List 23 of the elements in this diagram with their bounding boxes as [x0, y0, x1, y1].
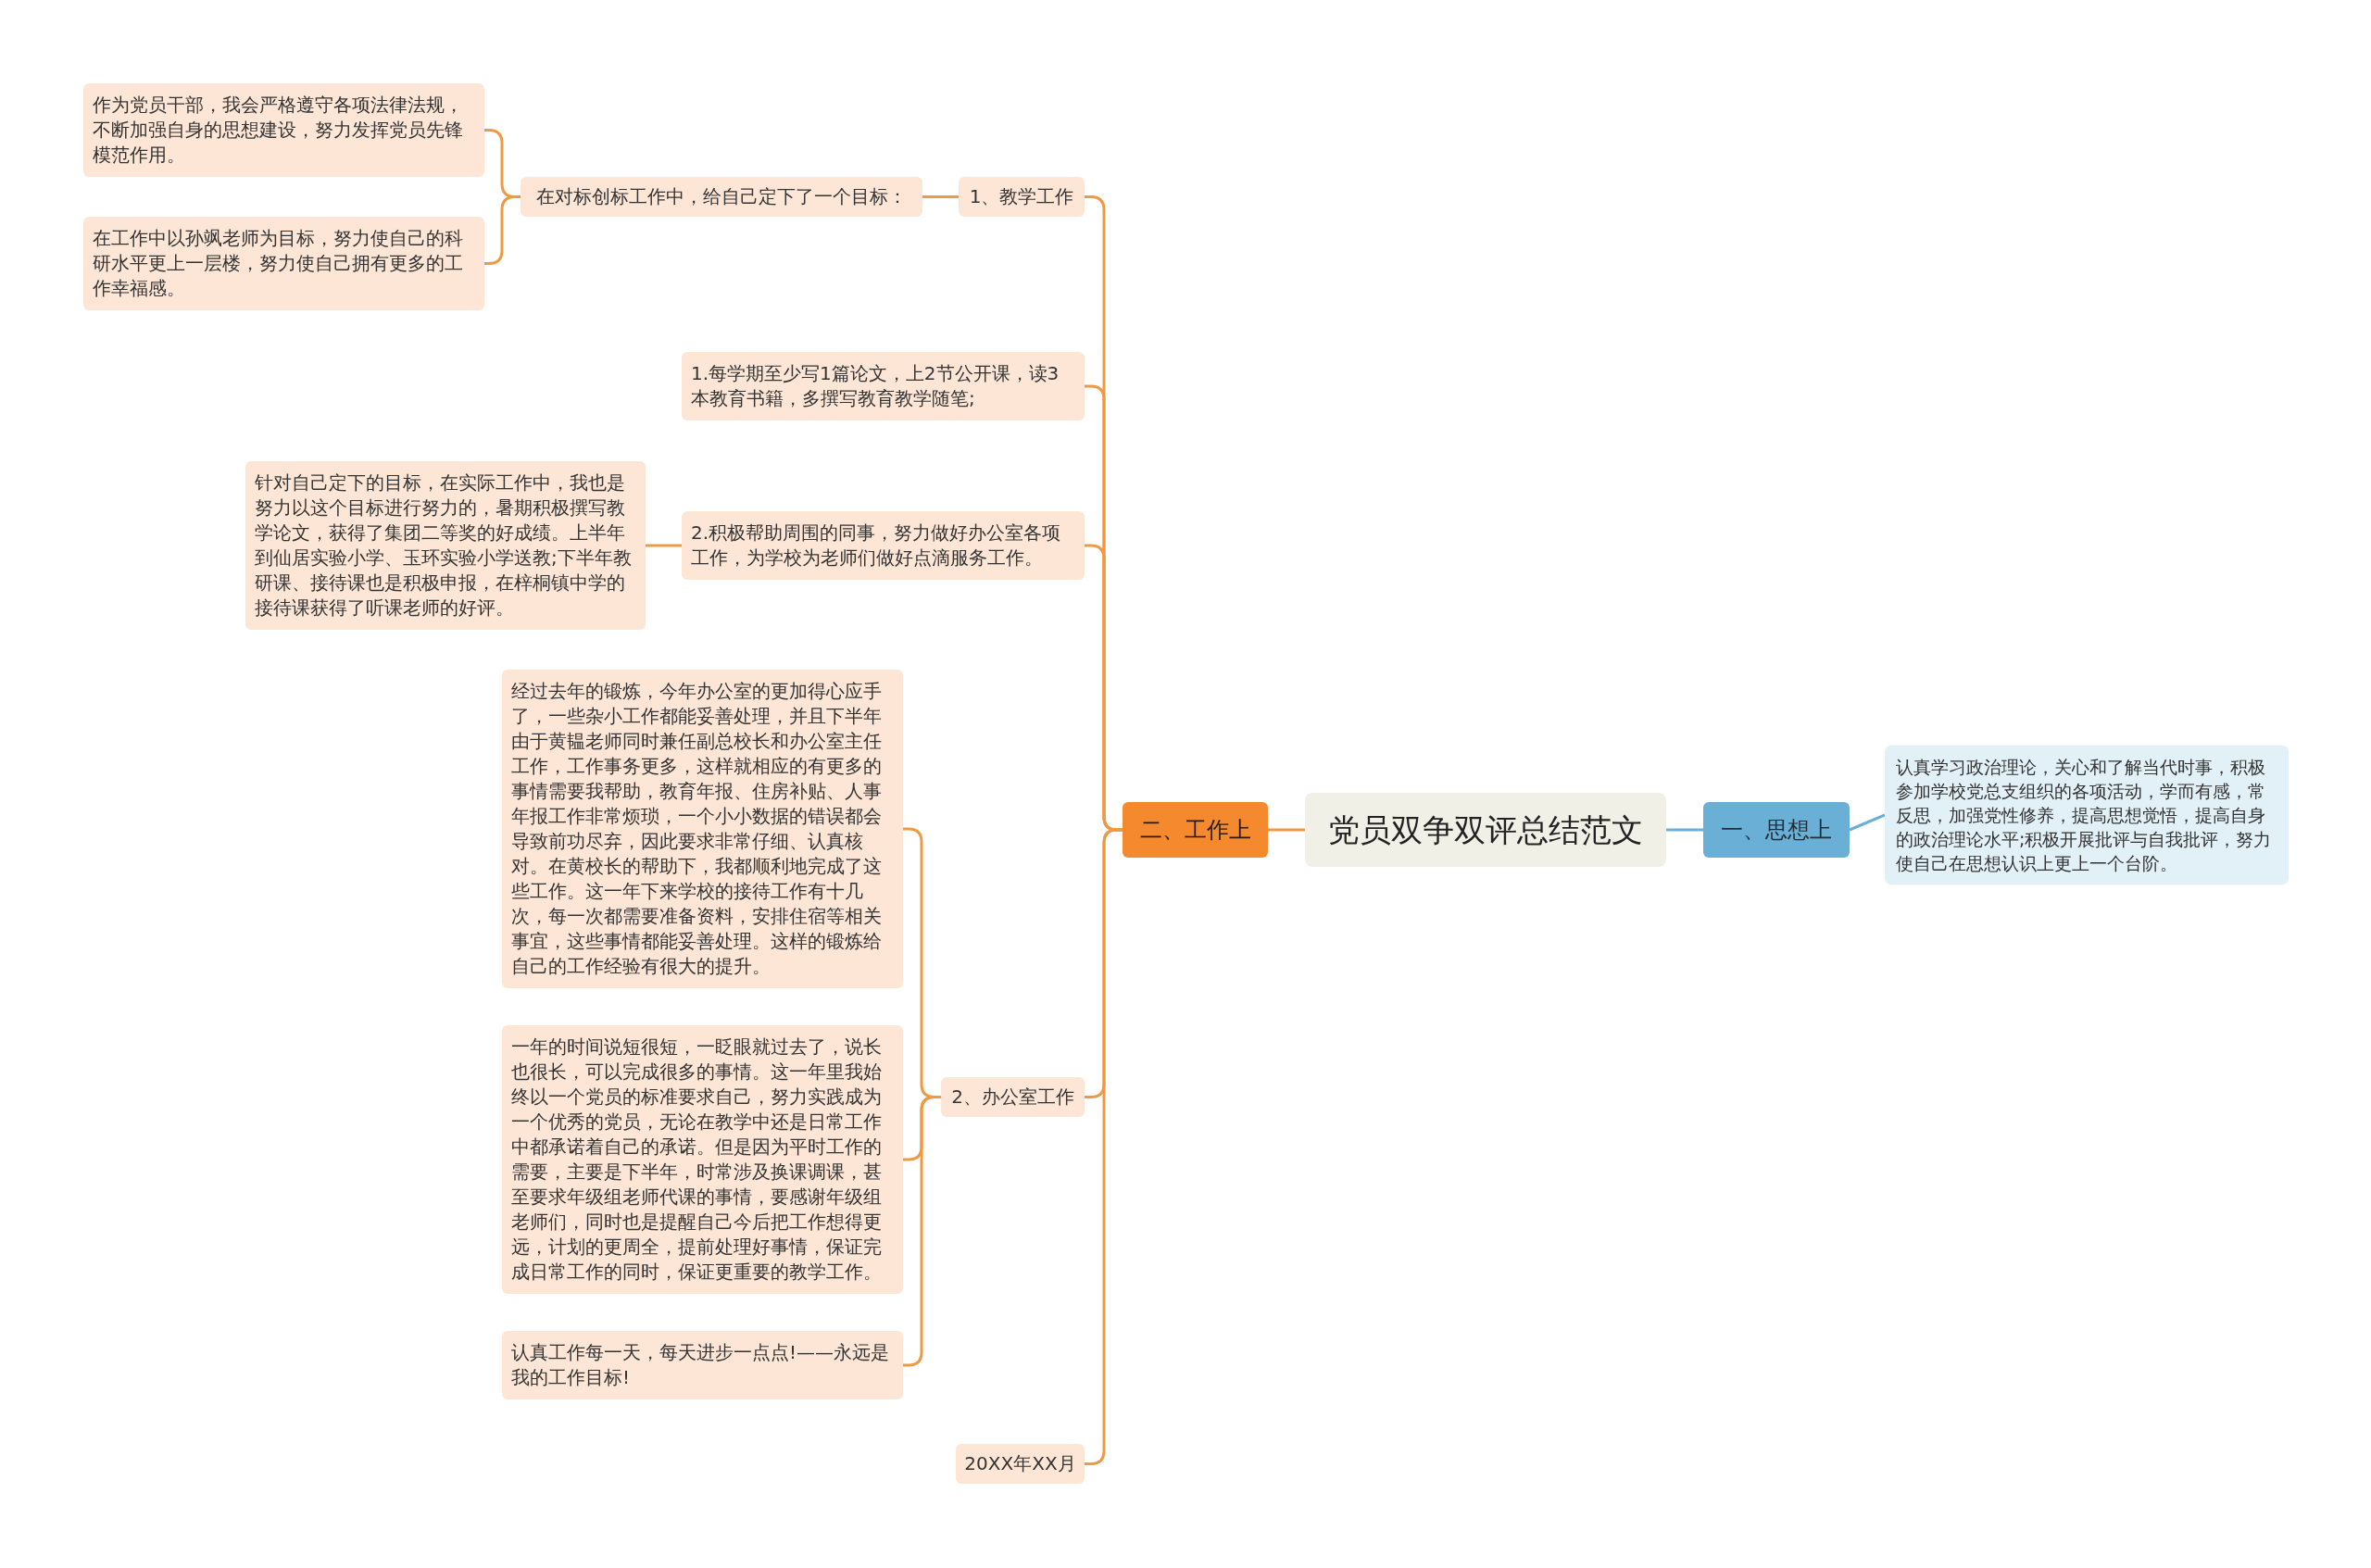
note-box: 作为党员干部，我会严格遵守各项法律法规，不断加强自身的思想建设，努力发挥党员先锋模范作用。	[83, 83, 484, 177]
connector-line	[1666, 828, 1703, 832]
subtopic-box: 2、办公室工作	[941, 1077, 1085, 1117]
note-box: 一年的时间说短很短，一眨眼就过去了，说长也很长，可以完成很多的事情。这一年里我始终以一个党员的标准要求自己，努力实践成为一个优秀的党员，无论在教学中还是日常工作中都承诺着自己的承诺。但是因为平时工作的需要，主要是下半年，时常涉及换课调课，甚至要求年级组老师代课的事情，要感谢年级组老师们，同时也是提醒自己今后把工作想得更远，计划的更周全，提前处理好事情，保证完成日常工作的同时，保证更重要的教学工作。	[502, 1025, 903, 1294]
note-box: 1.每学期至少写1篇论文，上2节公开课，读3本教育书籍，多撰写教育教学随笔;	[682, 352, 1085, 420]
note-box: 经过去年的锻炼，今年办公室的更加得心应手了，一些杂小工作都能妥善处理，并且下半年由于黄韫老师同时兼任副总校长和办公室主任工作，工作事务更多，这样就相应的有更多的事情需要我帮助，教育年报、住房补贴、人事年报工作非常烦琐，一个小小数据的错误都会导致前功尽弃，因此要求非常仔细、认真核对。在黄校长的帮助下，我都顺利地完成了这些工作。这一年下来学校的接待工作有十几次，每一次都需要准备资料，安排住宿等相关事宜，这些事情都能妥善处理。这样的锻炼给自己的工作经验有很大的提升。	[502, 670, 903, 988]
note-box: 认真学习政治理论，关心和了解当代时事，积极参加学校党总支组织的各项活动，学而有感，常反思，加强党性修养，提高思想觉悟，提高自身的政治理论水平;积极开展批评与自我批评，努力使自己在思想认识上更上一个台阶。	[1885, 746, 2289, 884]
branch-box: 一、思想上	[1703, 802, 1850, 858]
subtopic-box: 在对标创标工作中，给自己定下了一个目标：	[521, 177, 922, 217]
subtopic-box: 1、教学工作	[959, 177, 1085, 217]
subtopic-box: 20XX年XX月	[956, 1444, 1085, 1484]
note-box: 2.积极帮助周围的同事，努力做好办公室各项工作，为学校为老师们做好点滴服务工作。	[682, 511, 1085, 580]
branch-box: 二、工作上	[1123, 802, 1268, 858]
connector-line	[646, 544, 682, 547]
connector-line	[484, 195, 521, 265]
connector-line	[1085, 828, 1123, 1465]
connector-line	[1849, 813, 1886, 832]
topic-box: 党员双争双评总结范文	[1305, 793, 1666, 867]
connector-line	[1268, 828, 1305, 832]
note-box: 在工作中以孙飒老师为目标，努力使自己的科研水平更上一层楼，努力使自己拥有更多的工作幸福感。	[83, 217, 484, 310]
connector-line	[922, 195, 959, 198]
note-box: 认真工作每一天，每天进步一点点!——永远是我的工作目标!	[502, 1331, 903, 1399]
note-box: 针对自己定下的目标，在实际工作中，我也是努力以这个目标进行努力的，暑期积极撰写教学论文，获得了集团二等奖的好成绩。上半年到仙居实验小学、玉环实验小学送教;下半年教研课、接待课也是积极申报，在梓桐镇中学的接待课获得了听课老师的好评。	[245, 461, 646, 630]
